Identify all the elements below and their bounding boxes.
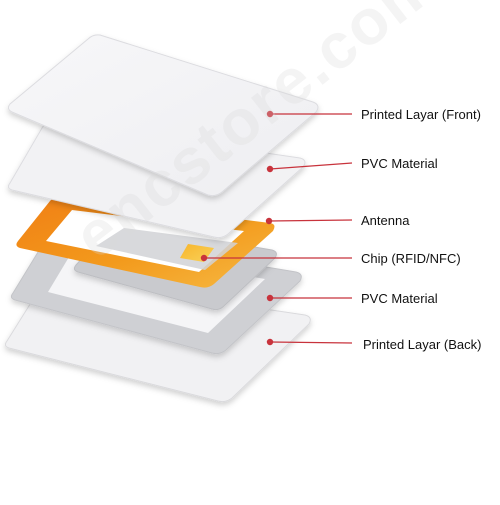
label-pvc-back: PVC Material xyxy=(361,291,438,306)
label-chip: Chip (RFID/NFC) xyxy=(361,251,461,266)
leader-dot-pvc-back xyxy=(266,294,274,302)
label-antenna: Antenna xyxy=(361,213,410,228)
label-printed-front: Printed Layar (Front) xyxy=(361,107,481,122)
leader-lines xyxy=(200,110,353,346)
leader-dot-pvc-front xyxy=(266,165,274,173)
leader-line-printed-back xyxy=(269,341,353,344)
label-pvc-front: PVC Material xyxy=(361,156,438,171)
leader-line-pvc-front xyxy=(269,162,353,170)
label-printed-back: Printed Layar (Back) xyxy=(363,337,482,352)
leader-line-antenna xyxy=(268,219,353,222)
layer-printed-front xyxy=(7,34,319,197)
leader-dot-antenna xyxy=(265,217,273,225)
leader-dot-printed-back xyxy=(266,338,274,346)
leader-dot-chip xyxy=(200,254,208,262)
leader-dot-printed-front xyxy=(266,110,274,118)
